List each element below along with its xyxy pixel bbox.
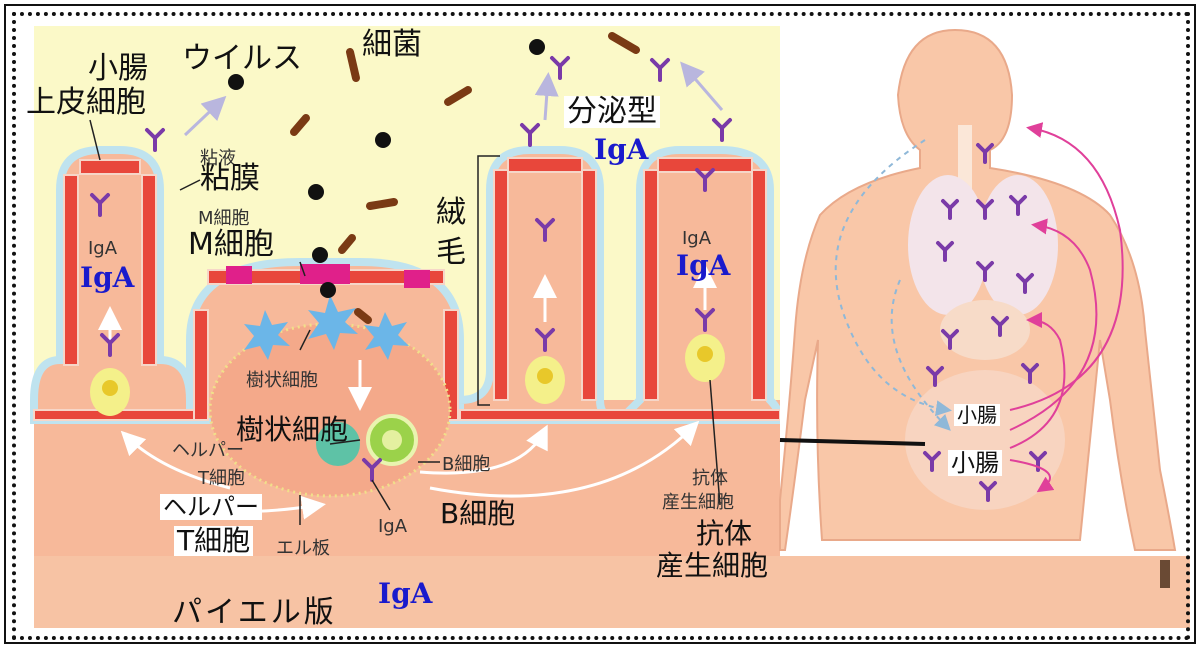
dotted-frame (12, 12, 1190, 640)
